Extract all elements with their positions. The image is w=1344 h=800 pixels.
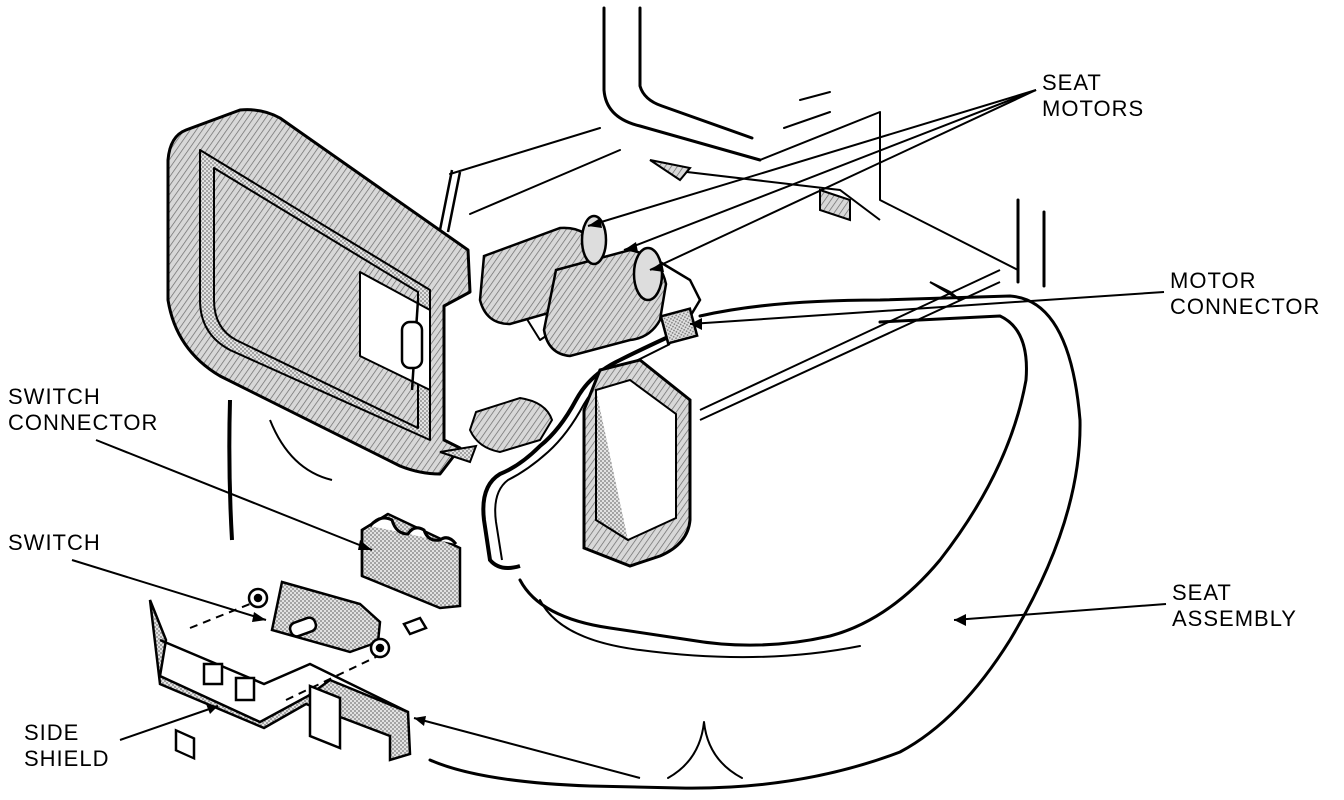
seat-motors-label-line-2: MOTORS [1042,96,1145,121]
seat-side-bracket [582,358,692,568]
seat-frame-rails [649,159,1001,421]
seat-motors [478,214,702,358]
seat-motors-label-line-1: SEAT [1042,70,1102,95]
motor-housing [166,108,601,476]
motor-connector-label-line-2: CONNECTOR [1170,294,1321,319]
side-shield-label-line-1: SIDE [24,720,80,745]
motor-connector-label-line-1: MOTOR [1170,268,1257,293]
center-strap [400,169,462,391]
switch-label-line-1: SWITCH [8,530,101,555]
switch-connector-label-line-2: CONNECTOR [8,410,159,435]
side-shield-label: SIDE SHIELD [24,720,109,772]
switch-label: SWITCH [8,530,101,556]
seat-motors-label: SEAT MOTORS [1042,70,1144,122]
seat-assembly-label-line-2: ASSEMBLY [1172,606,1297,631]
seat-assembly-label: SEAT ASSEMBLY [1172,580,1297,632]
switch-connector-label-line-1: SWITCH [8,384,101,409]
switch-connector-label: SWITCH CONNECTOR [8,384,158,436]
seat-assembly [428,6,1082,790]
seat-assembly-label-line-1: SEAT [1172,580,1232,605]
mounting-guides [189,603,379,701]
motor-connector-label: MOTOR CONNECTOR [1170,268,1320,320]
wire-harness [439,396,554,464]
switch-connector [360,512,462,610]
side-shield-label-line-2: SHIELD [24,746,110,771]
switch [247,580,428,659]
leader-arrowheads [206,218,966,726]
leader-lines [71,89,1167,779]
side-shield [148,599,412,762]
